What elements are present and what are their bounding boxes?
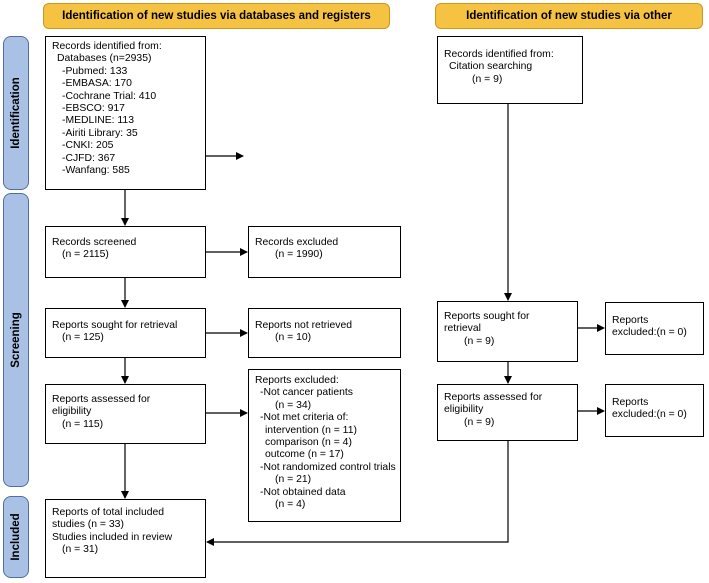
exclusion-reason: -Not obtained data	[260, 486, 346, 498]
database-item: -Pubmed: 133	[62, 65, 128, 77]
records-excluded-title: Records excluded	[255, 237, 339, 248]
studies-included-line3: Studies included in review	[52, 531, 173, 543]
records-excluded-count: (n = 1990)	[275, 249, 323, 261]
reports-sought-db-title: Reports sought for retrieval	[52, 320, 178, 331]
reports-assessed-db-count: (n = 115)	[62, 418, 104, 430]
reports-assessed-db-box: Reports assessed for eligibility (n = 11…	[45, 384, 206, 444]
records-identified-box: Records identified from: Databases (n=29…	[45, 36, 206, 190]
records-other-box: Records identified from: Citation search…	[437, 36, 583, 104]
records-screened-count: (n = 2115)	[62, 249, 109, 261]
reports-assessed-other-box: Reports assessed for eligibility (n = 9)	[437, 384, 578, 441]
exclusion-subreason: intervention (n = 11)	[265, 424, 357, 436]
reports-assessed-other-count: (n = 9)	[464, 416, 495, 428]
records-other-title: Records identified from:	[444, 49, 554, 60]
records-excluded-box: Records excluded (n = 1990)	[248, 226, 401, 278]
reports-excluded-other-1-box: Reports excluded:(n = 0)	[605, 302, 704, 355]
reports-sought-other-line2: retrieval	[444, 323, 481, 335]
database-item: -EBSCO: 917	[62, 103, 125, 115]
arrow-assessed-other-to-included	[206, 441, 509, 546]
reports-excluded-other-1-line2: excluded:(n = 0)	[612, 327, 687, 339]
database-item: -EMBASA: 170	[62, 78, 132, 90]
database-item: -MEDLINE: 113	[62, 115, 134, 127]
phase-screening: Screening	[3, 193, 29, 487]
reports-excluded-other-1-line1: Reports	[612, 315, 649, 326]
reports-sought-other-line1: Reports sought for	[444, 311, 530, 322]
database-item: -CNKI: 205	[62, 140, 114, 152]
exclusion-reason: -Not met criteria of:	[260, 412, 349, 424]
reports-sought-other-box: Reports sought for retrieval (n = 9)	[437, 301, 578, 362]
reports-assessed-other-line1: Reports assessed for	[444, 392, 543, 403]
exclusion-subreason: comparison (n = 4)	[265, 437, 352, 449]
phase-included: Included	[3, 496, 29, 578]
exclusion-reason: -Not randomized control trials	[260, 461, 396, 473]
exclusion-count: (n = 4)	[275, 499, 306, 511]
records-screened-box: Records screened (n = 2115)	[45, 226, 206, 278]
databases-total: Databases (n=2935)	[57, 53, 152, 65]
reports-sought-other-count: (n = 9)	[464, 335, 495, 347]
header-other: Identification of new studies via other	[435, 3, 703, 29]
reports-sought-db-box: Reports sought for retrieval (n = 125)	[45, 308, 206, 358]
exclusion-count: (n = 21)	[275, 474, 312, 486]
database-item: -Wanfang: 585	[62, 165, 130, 177]
studies-included-line2: studies (n = 33)	[52, 519, 124, 531]
records-identified-title: Records identified from:	[52, 41, 162, 52]
phase-identification: Identification	[3, 36, 29, 190]
reports-excluded-other-2-line2: excluded:(n = 0)	[612, 409, 687, 421]
reports-excluded-title: Reports excluded:	[255, 375, 339, 386]
reports-not-retrieved-count: (n = 10)	[275, 332, 312, 344]
studies-included-count: (n = 31)	[62, 544, 99, 556]
exclusion-count: (n = 34)	[275, 399, 312, 411]
records-other-count: (n = 9)	[472, 73, 503, 85]
reports-not-retrieved-title: Reports not retrieved	[255, 320, 353, 331]
reports-assessed-other-line2: eligibility	[444, 404, 484, 416]
reports-not-retrieved-box: Reports not retrieved (n = 10)	[248, 308, 401, 358]
header-databases: Identification of new studies via databa…	[43, 3, 390, 29]
database-item: -CJFD: 367	[62, 152, 116, 164]
studies-included-box: Reports of total included studies (n = 3…	[45, 499, 206, 578]
database-item: -Cochrane Trial: 410	[62, 90, 157, 102]
studies-included-line1: Reports of total included	[52, 507, 165, 518]
reports-excluded-other-2-line1: Reports	[612, 397, 649, 408]
database-item: -Airiti Library: 35	[62, 127, 138, 139]
reports-assessed-db-line2: eligibility	[52, 406, 92, 418]
records-screened-title: Records screened	[52, 237, 137, 248]
records-other-source: Citation searching	[449, 61, 533, 73]
reports-excluded-other-2-box: Reports excluded:(n = 0)	[605, 384, 704, 437]
exclusion-subreason: outcome (n = 17)	[265, 449, 344, 461]
exclusion-reason: -Not cancer patients	[260, 387, 353, 399]
reports-sought-db-count: (n = 125)	[62, 332, 104, 344]
reports-excluded-box: Reports excluded: -Not cancer patients (…	[248, 369, 401, 522]
reports-assessed-db-line1: Reports assessed for	[52, 394, 151, 405]
